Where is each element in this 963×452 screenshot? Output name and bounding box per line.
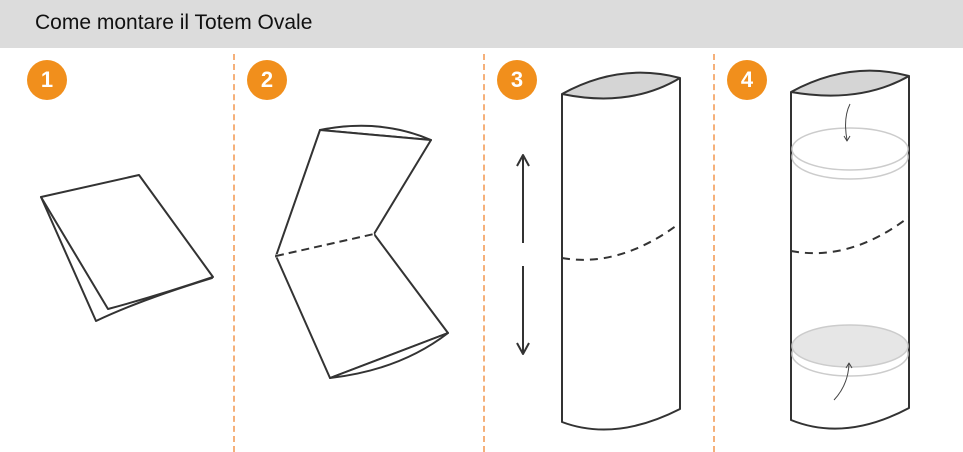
- folded-sheet-icon: [40, 174, 214, 322]
- half-open-sheet-icon: [275, 124, 449, 379]
- step-badge-2: 2: [247, 60, 287, 100]
- oval-cylinder-icon: [561, 71, 681, 431]
- down-arrow-icon: [516, 266, 530, 355]
- step-badge-1: 1: [27, 60, 67, 100]
- header-bar: Come montare il Totem Ovale: [0, 0, 963, 48]
- step-divider: [483, 54, 485, 452]
- page-title: Come montare il Totem Ovale: [35, 11, 313, 34]
- oval-cylinder-with-discs-icon: [790, 69, 910, 430]
- step-divider: [233, 54, 235, 452]
- step-badge-3: 3: [497, 60, 537, 100]
- up-arrow-icon: [516, 154, 530, 243]
- step-divider: [713, 54, 715, 452]
- step-badge-4: 4: [727, 60, 767, 100]
